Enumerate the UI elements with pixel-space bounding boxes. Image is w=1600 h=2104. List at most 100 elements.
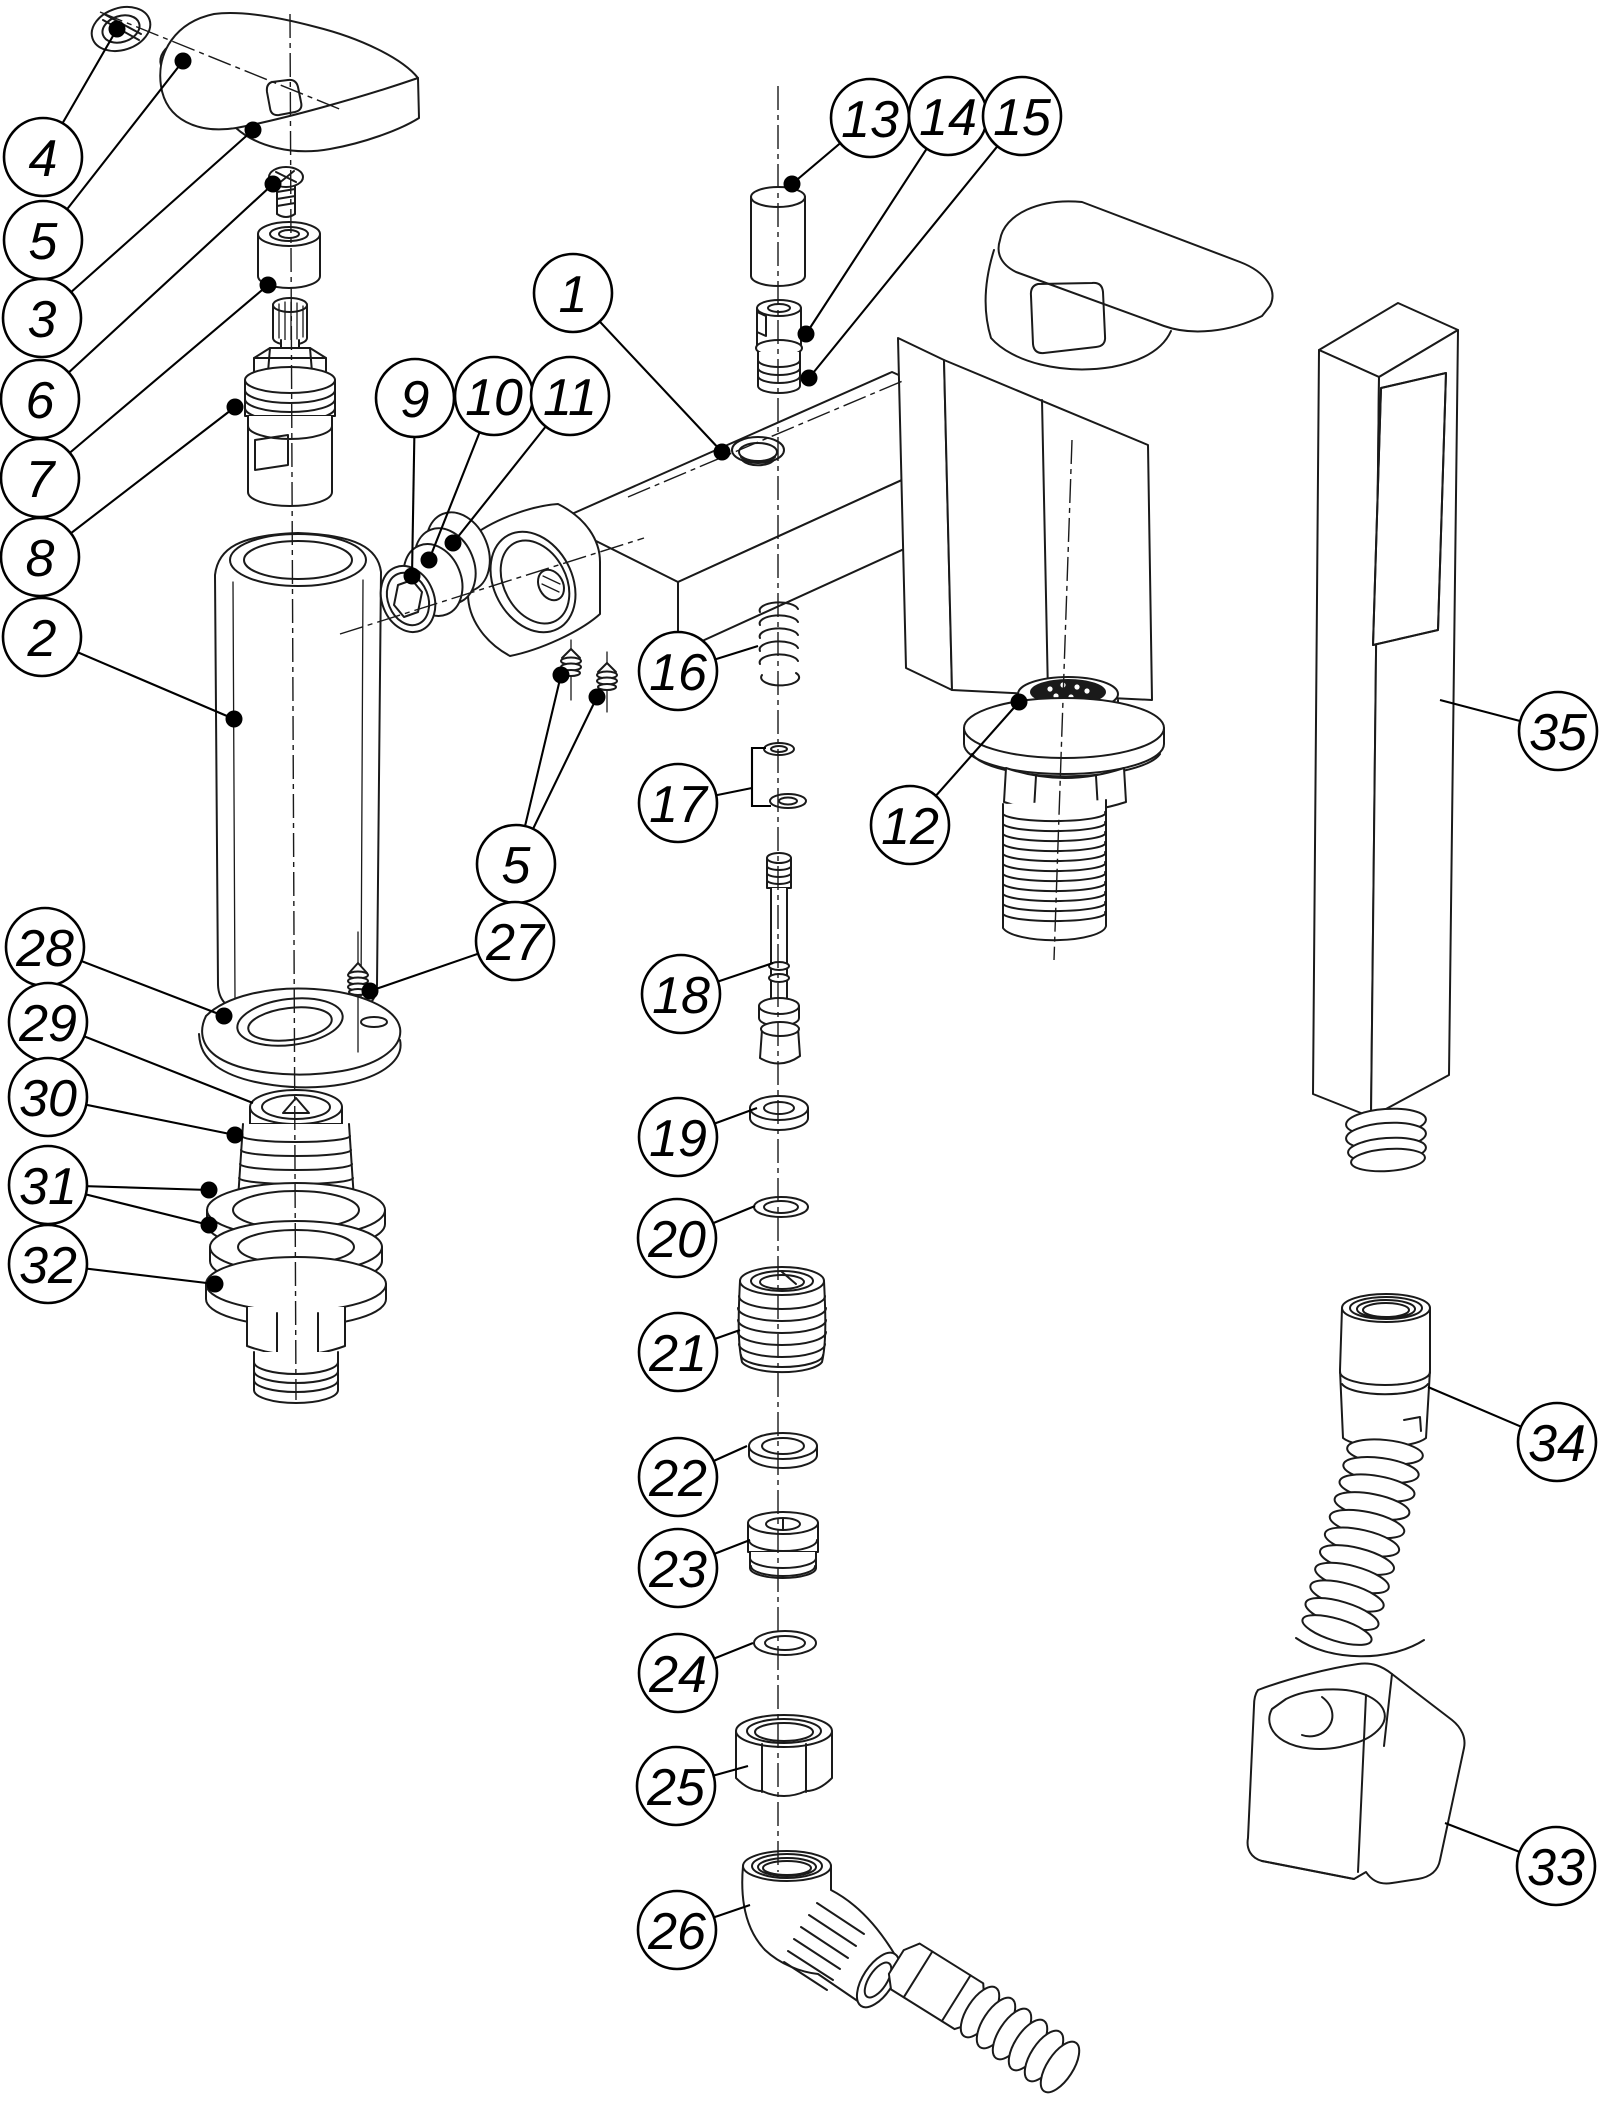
callout-24: 24 — [637, 1632, 719, 1714]
leader-line-17 — [750, 746, 771, 808]
callout-25: 25 — [635, 1745, 717, 1827]
leader-dot-5 — [588, 688, 606, 706]
callout-6: 6 — [0, 358, 81, 440]
leader-line-14 — [805, 115, 949, 335]
callout-20: 20 — [636, 1197, 718, 1279]
callout-10: 10 — [453, 355, 535, 437]
right-shank-part — [963, 676, 1165, 942]
left-handle-part — [159, 11, 420, 153]
leader-dot-1 — [713, 443, 731, 461]
cartridge-part — [244, 297, 336, 507]
leader-line-8 — [39, 406, 236, 558]
wall-bracket-part — [1246, 1662, 1466, 1885]
svg-text:33: 33 — [1527, 1839, 1585, 1897]
leader-dot-8 — [226, 398, 244, 416]
callout-21: 21 — [637, 1311, 719, 1393]
svg-text:28: 28 — [15, 920, 74, 978]
callout-2: 2 — [1, 596, 83, 678]
svg-text:34: 34 — [1528, 1415, 1586, 1473]
leader-dot-2 — [225, 710, 243, 728]
svg-text:25: 25 — [646, 1759, 706, 1817]
svg-text:7: 7 — [26, 451, 57, 509]
leader-dot-14 — [797, 325, 815, 343]
svg-text:17: 17 — [649, 776, 709, 834]
svg-text:5: 5 — [502, 837, 532, 895]
leader-dot-28 — [215, 1007, 233, 1025]
leader-dot-5 — [552, 666, 570, 684]
svg-text:5: 5 — [29, 213, 59, 271]
callout-7: 7 — [0, 437, 81, 519]
o-ring-24-part — [753, 1630, 817, 1656]
svg-text:22: 22 — [648, 1450, 707, 1508]
callout-18: 18 — [640, 953, 722, 1035]
svg-text:6: 6 — [26, 372, 55, 430]
leader-dot-5 — [174, 52, 192, 70]
leader-dot-7 — [259, 276, 277, 294]
bush-23-part — [747, 1511, 819, 1579]
base-plate-part — [198, 987, 402, 1089]
centerline-layer — [99, 11, 1073, 1872]
svg-text:24: 24 — [648, 1646, 707, 1704]
leader-dot-31 — [200, 1181, 218, 1199]
column-part — [214, 532, 382, 1013]
callout-9: 9 — [374, 357, 456, 439]
callout-29: 29 — [7, 981, 89, 1063]
callout-32: 32 — [7, 1223, 89, 1305]
callout-31: 31 — [7, 1144, 89, 1226]
callout-23: 23 — [637, 1527, 719, 1609]
svg-text:4: 4 — [29, 130, 58, 188]
leader-dot-12 — [1010, 693, 1028, 711]
svg-text:35: 35 — [1529, 704, 1588, 762]
callout-15: 15 — [981, 75, 1063, 157]
svg-text:23: 23 — [648, 1541, 707, 1599]
leader-dot-9 — [403, 567, 421, 585]
leader-dot-30 — [226, 1126, 244, 1144]
svg-text:2: 2 — [27, 610, 57, 668]
bush-21-part — [737, 1266, 827, 1374]
svg-text:31: 31 — [19, 1158, 77, 1216]
callout-8: 8 — [0, 516, 81, 598]
parts-layer — [90, 5, 1466, 2094]
callout-5: 5 — [475, 823, 557, 905]
diverter-rod-part — [758, 852, 801, 1065]
callout-3: 3 — [1, 277, 83, 359]
bonnet-part — [257, 221, 321, 289]
leader-dot-6 — [264, 175, 282, 193]
leader-line-15 — [808, 115, 1023, 379]
tap-body-part — [467, 200, 1274, 701]
hose-part — [1295, 1293, 1431, 1658]
nut-25-part — [735, 1714, 833, 1797]
callout-22: 22 — [637, 1436, 719, 1518]
elbow-part — [741, 1850, 1081, 2094]
callout-4: 4 — [2, 116, 84, 198]
callout-30: 30 — [7, 1056, 89, 1138]
washer-22-part — [748, 1432, 818, 1469]
callout-1: 1 — [532, 252, 614, 334]
svg-text:29: 29 — [18, 995, 77, 1053]
svg-text:30: 30 — [19, 1070, 77, 1128]
svg-text:18: 18 — [652, 967, 710, 1025]
callout-26: 26 — [636, 1889, 718, 1971]
callout-34: 34 — [1516, 1401, 1598, 1483]
svg-text:11: 11 — [543, 369, 597, 427]
leader-line-6 — [39, 183, 274, 400]
leader-line-7 — [39, 284, 269, 479]
o-ring-20-part — [753, 1196, 809, 1218]
svg-text:3: 3 — [28, 291, 57, 349]
washer-19-part — [749, 1095, 809, 1131]
leader-dot-15 — [800, 369, 818, 387]
leader-dot-10 — [420, 551, 438, 569]
svg-text:32: 32 — [19, 1237, 77, 1295]
svg-text:1: 1 — [559, 266, 588, 324]
callout-11: 11 — [529, 355, 611, 437]
callout-5: 5 — [2, 199, 84, 281]
body-grub-screws-part — [560, 639, 618, 713]
leader-dot-32 — [206, 1275, 224, 1293]
callout-14: 14 — [907, 75, 989, 157]
svg-text:12: 12 — [881, 798, 939, 856]
callout-33: 33 — [1515, 1825, 1597, 1907]
svg-text:21: 21 — [648, 1325, 707, 1383]
svg-text:13: 13 — [841, 91, 899, 149]
